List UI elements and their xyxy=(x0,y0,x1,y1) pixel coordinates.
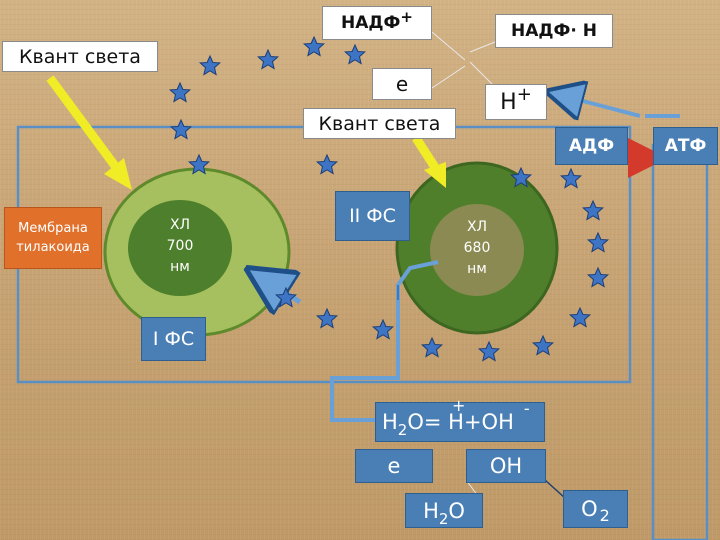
nadp-label: НАДФ xyxy=(341,13,401,33)
adp-box: АДФ xyxy=(555,127,628,165)
ps2-chl-line3: нм xyxy=(467,261,487,277)
light-arrow-left xyxy=(46,75,122,173)
electron-label-top: е xyxy=(395,72,409,96)
ps1-label: I ФС xyxy=(152,328,195,350)
eq-h: Н xyxy=(382,410,398,434)
proton-arrow xyxy=(560,95,641,116)
nadph-box: НАДФ· Н xyxy=(495,14,613,48)
eq-rest: О= Н xyxy=(407,410,464,434)
light-quantum-left-label: Квант света xyxy=(19,45,141,68)
water-electron-path xyxy=(330,300,400,422)
light-arrow-left-head xyxy=(104,158,132,190)
ps1-chlorophyll-text: ХЛ 700 нм xyxy=(150,215,210,278)
water-electron-label: е xyxy=(387,454,401,478)
eq-minus: - xyxy=(523,398,530,418)
membrane-label-box: Мембрана тилакоида xyxy=(4,207,102,269)
light-quantum-left: Квант света xyxy=(2,41,158,72)
connector-line xyxy=(431,65,466,89)
ps2-chlorophyll-text: ХЛ 680 нм xyxy=(447,217,507,280)
ps2-chl-line1: ХЛ xyxy=(466,219,488,235)
electron-box-top: е xyxy=(372,68,432,100)
ps1-inner-circle xyxy=(128,200,232,296)
water-sub: 2 xyxy=(438,509,449,528)
eq-plus: + xyxy=(451,396,466,415)
connector-line xyxy=(431,31,466,61)
proton-label: Н xyxy=(500,89,517,115)
nadp-charge: + xyxy=(400,8,413,26)
water-o: О xyxy=(448,498,465,523)
hydroxyl-box: ОН xyxy=(466,449,546,483)
water-h: Н xyxy=(423,498,439,523)
connector-line xyxy=(544,479,566,499)
eq-sub: 2 xyxy=(397,421,408,439)
atp-label: АТФ xyxy=(664,136,707,156)
atp-box: АТФ xyxy=(653,127,718,165)
ps2-chl-line2: 680 xyxy=(463,240,491,256)
ps1-chl-line1: ХЛ xyxy=(169,217,191,233)
electron-arrow-ps1 xyxy=(262,278,302,302)
membrane-label: Мембрана тилакоида xyxy=(16,221,90,255)
nadp-box: НАДФ+ xyxy=(322,6,432,40)
eq-oh: +ОН xyxy=(463,410,514,434)
oxygen-sub: 2 xyxy=(599,505,610,525)
ps2-label-box: II ФС xyxy=(335,191,410,241)
water-electron-box: е xyxy=(355,449,433,483)
ps1-chl-line2: 700 xyxy=(166,238,194,254)
light-arrow-center-head xyxy=(424,162,446,188)
oxygen-o: О xyxy=(581,497,598,521)
nadph-label: НАДФ· Н xyxy=(511,21,597,41)
light-quantum-center-label: Квант света xyxy=(318,112,441,135)
light-quantum-center: Квант света xyxy=(303,108,456,139)
proton-charge: + xyxy=(516,83,532,105)
adp-label: АДФ xyxy=(568,136,615,156)
ps2-inner-circle xyxy=(430,204,524,296)
proton-box: Н+ xyxy=(485,84,547,120)
ps2-label: II ФС xyxy=(349,205,396,227)
ps1-chl-line3: нм xyxy=(170,259,190,275)
atp-frame xyxy=(651,143,709,540)
hydroxyl-label: ОН xyxy=(489,454,523,478)
ps1-label-box: I ФС xyxy=(141,317,206,361)
